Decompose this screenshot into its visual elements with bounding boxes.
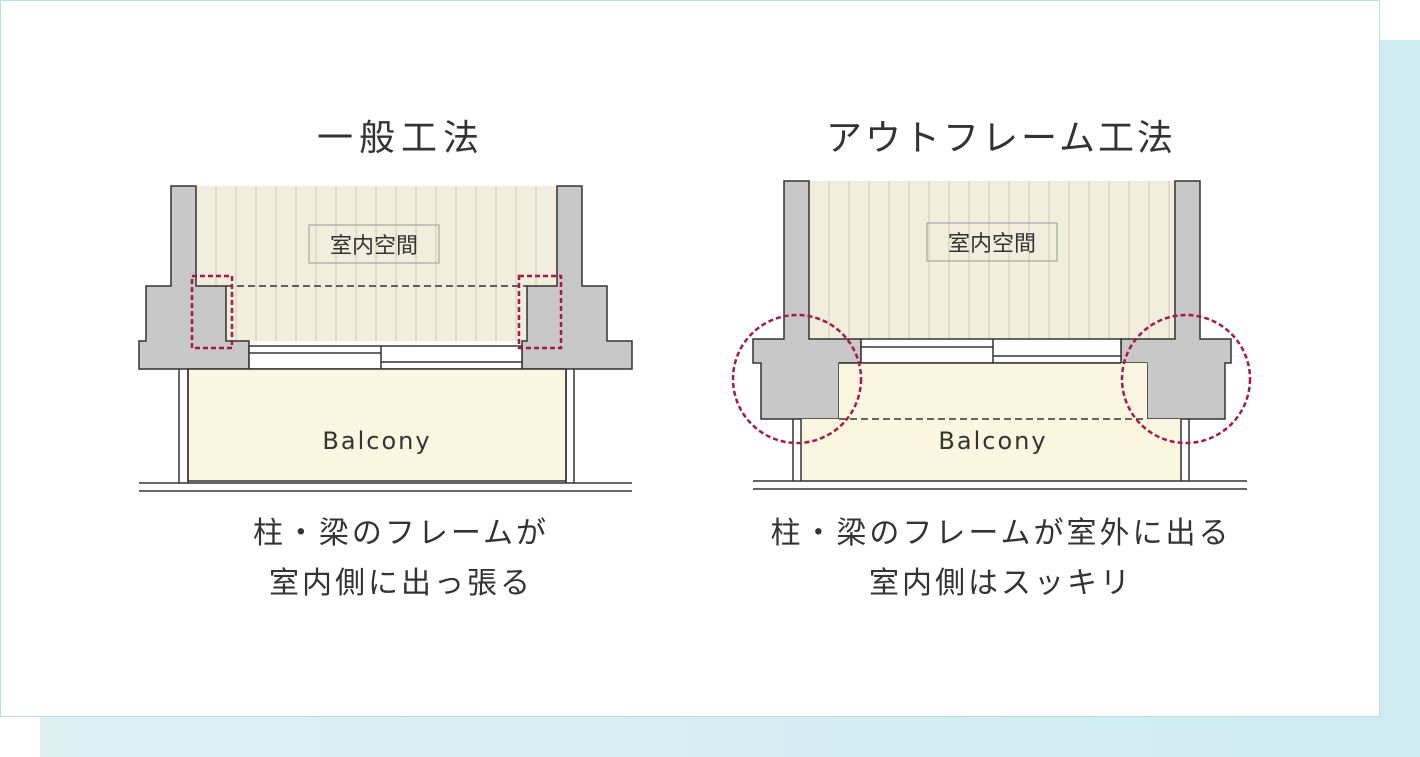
caption-line-2: 室内側はスッキリ (869, 566, 1133, 601)
balcony-label: Balcony (322, 427, 431, 455)
caption-line-1: 柱・梁のフレームが (252, 516, 550, 551)
window-sash (248, 345, 523, 370)
caption-line-2: 室内側に出っ張る (269, 566, 533, 601)
caption-line-1: 柱・梁のフレームが室外に出る (770, 516, 1232, 551)
room-label-box (926, 222, 1058, 262)
column-protrusion-highlight-left (190, 274, 234, 350)
caption: 柱・梁のフレームが 室内側に出っ張る (121, 509, 681, 609)
comparison-card: 一般工法 (0, 0, 1380, 717)
panel-title: 一般工法 (316, 118, 485, 159)
balcony-area-lower (801, 419, 1181, 481)
room-label-box (308, 224, 440, 264)
room-label: 室内空間 (330, 234, 418, 259)
floor-plan-diagram-conventional: 室内空間 Balcony (138, 185, 633, 492)
balcony-label: Balcony (938, 427, 1047, 455)
floor-plan-diagram-outframe: 室内空間 Balcony (731, 180, 1252, 490)
room-area (809, 181, 1175, 339)
outframe-highlight-left (731, 313, 863, 445)
window-sash (860, 338, 1122, 364)
column-protrusion-highlight-right (517, 274, 563, 350)
balcony-rail (753, 419, 1247, 490)
panel-conventional: 一般工法 (121, 1, 681, 716)
balcony-area (839, 363, 1147, 419)
room-label: 室内空間 (948, 232, 1036, 257)
caption: 柱・梁のフレームが室外に出る 室内側はスッキリ (721, 509, 1281, 609)
panel-outframe: アウトフレーム工法 (721, 1, 1281, 716)
room-stripes (828, 181, 1170, 339)
outframe-highlight-right (1120, 313, 1252, 445)
balcony-area (187, 368, 567, 482)
balcony-rail (139, 369, 632, 492)
panel-title: アウトフレーム工法 (826, 118, 1176, 159)
